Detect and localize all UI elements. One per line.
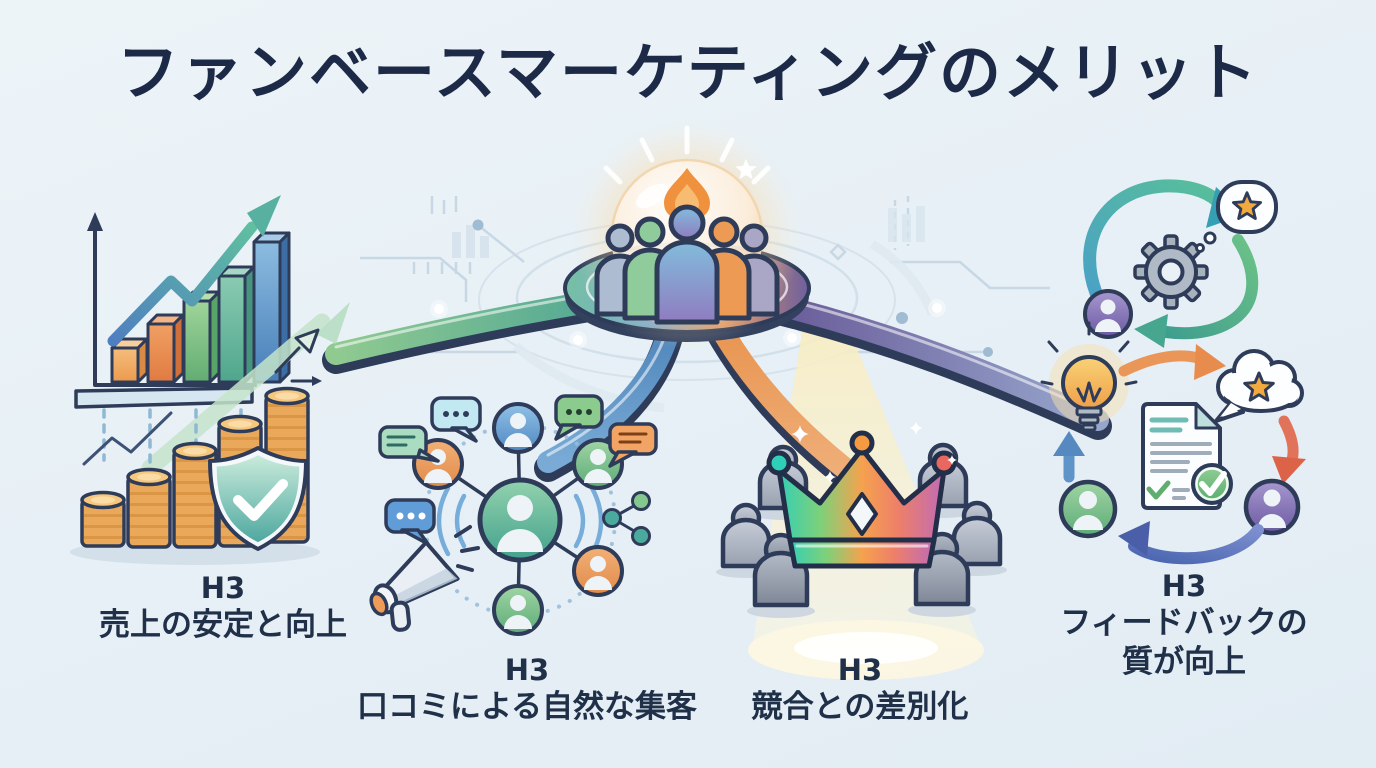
crown-icon xyxy=(766,430,957,569)
heading-tag: H3 xyxy=(837,653,883,687)
benefit-label-differentiation: H3 競合との差別化 xyxy=(698,652,1022,727)
mini-trend-line xyxy=(82,411,173,466)
fan-group xyxy=(594,204,780,325)
satellite-avatars xyxy=(412,402,624,636)
sales-growth-illustration xyxy=(70,195,350,565)
avatar-green-icon xyxy=(1058,479,1118,539)
axis xyxy=(93,226,257,387)
avatar-purple-icon xyxy=(1083,289,1133,339)
arrow-orange xyxy=(1118,350,1204,377)
arrow-red-down xyxy=(1278,415,1299,466)
document-check-icon xyxy=(1141,402,1233,510)
benefit-label-feedback: H3 フィードバックの質が向上 xyxy=(1056,568,1312,681)
heading-tag: H3 xyxy=(1161,569,1207,603)
cloud-star-icon xyxy=(1214,349,1304,423)
cycle-arrow-teal xyxy=(1083,179,1228,300)
central-avatar-icon xyxy=(477,477,563,563)
gear-icon xyxy=(1133,234,1209,310)
word-of-mouth-network-illustration xyxy=(369,394,658,636)
cycle-arrow-blue-bottom xyxy=(1128,524,1264,565)
cycle-arrow-green xyxy=(1160,234,1259,340)
heading-text: フィードバックの質が向上 xyxy=(1060,605,1308,680)
speech-bubble-lines-mint-icon xyxy=(378,425,440,463)
heading-text: 口コミによる自然な集客 xyxy=(356,689,698,726)
dome-rays xyxy=(603,125,771,185)
cycle-arrow-green-head xyxy=(1134,314,1168,348)
speech-bubble-dots-cyan-icon xyxy=(430,396,482,443)
speech-bubble-lines-orange-icon xyxy=(608,422,658,468)
shield-check-icon xyxy=(208,446,308,551)
soft-growth-arrow xyxy=(141,302,350,477)
small-right-arrow-icon xyxy=(290,376,322,386)
chart-base-slab xyxy=(74,386,254,409)
star-bubble-icon xyxy=(1195,180,1278,253)
speech-bubble-dots-blue-icon xyxy=(384,498,436,546)
megaphone-icon xyxy=(369,540,460,632)
benefit-label-word-of-mouth: H3 口コミによる自然な集客 xyxy=(338,652,716,727)
speech-bubble-dots-green-icon xyxy=(554,394,604,441)
heading-text: 競合との差別化 xyxy=(751,689,969,726)
benefit-label-sales: H3 売上の安定と向上 xyxy=(58,570,388,645)
arrow-red-down-head xyxy=(1272,456,1306,484)
outlined-up-arrow-icon xyxy=(274,328,320,374)
crown-spotlight-illustration xyxy=(716,421,1007,618)
trend-arrow-icon xyxy=(107,195,281,347)
arrow-orange-head xyxy=(1194,344,1226,380)
heading-text: 売上の安定と向上 xyxy=(99,607,347,644)
heading-tag: H3 xyxy=(200,571,246,605)
page-title: ファンベースマーケティングのメリット xyxy=(116,36,1260,109)
feedback-loop-illustration xyxy=(1040,179,1306,565)
cycle-arrow-blue-bottom-head xyxy=(1118,521,1150,556)
avatar-purple2-icon xyxy=(1243,478,1301,536)
signal-arcs xyxy=(436,485,604,557)
arrow-blue-up-head xyxy=(1053,431,1085,456)
central-hub-illustration xyxy=(563,120,811,350)
megaphone-sound-ticks xyxy=(454,525,480,572)
heading-tag: H3 xyxy=(504,653,550,687)
lightbulb-icon xyxy=(1040,321,1138,432)
share-icon xyxy=(602,491,651,546)
